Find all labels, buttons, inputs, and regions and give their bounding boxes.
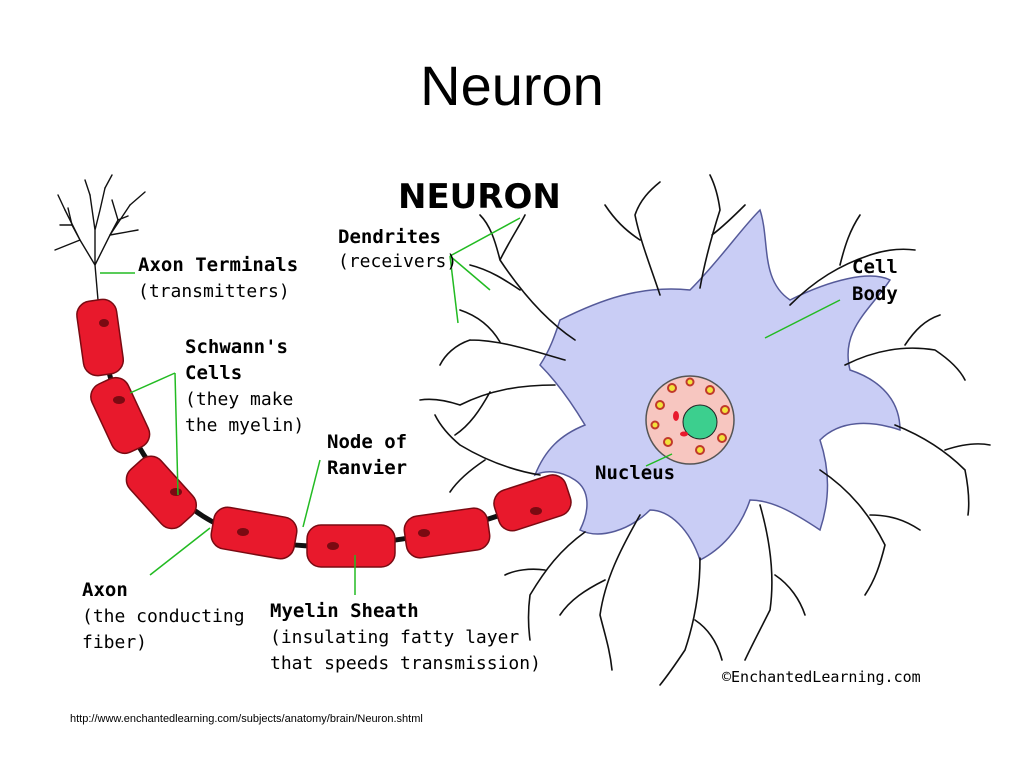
label-schwann-2: Cells — [185, 362, 242, 384]
nucleus — [645, 375, 735, 465]
label-node-2: Ranvier — [327, 457, 407, 479]
schwann-nuclei — [99, 319, 542, 550]
neuron-illustration: NEURON Dendrites (receivers) Axon Termin… — [54, 174, 991, 686]
copyright-notice: ©EnchantedLearning.com — [722, 668, 921, 686]
axon-terminals — [54, 174, 146, 301]
label-myelin-1: Myelin Sheath — [270, 600, 419, 622]
diagram-heading: NEURON — [398, 177, 561, 217]
pointer-lines — [100, 217, 841, 595]
label-schwann-3: (they make — [185, 389, 293, 410]
label-axon-1: Axon — [82, 579, 128, 601]
label-dendrites: Dendrites — [338, 226, 441, 248]
label-schwann-1: Schwann's — [185, 336, 288, 358]
label-myelin-2: (insulating fatty layer — [270, 627, 519, 648]
neuron-diagram: NEURON Dendrites (receivers) Axon Termin… — [0, 170, 1024, 700]
label-axon-terminals-sub: (transmitters) — [138, 281, 290, 302]
label-cell-body-2: Body — [852, 283, 898, 305]
label-schwann-4: the myelin) — [185, 415, 304, 436]
label-dendrites-sub: (receivers) — [338, 251, 457, 272]
label-cell-body-1: Cell — [852, 256, 898, 278]
label-node-1: Node of — [327, 431, 407, 453]
label-nucleus: Nucleus — [595, 462, 675, 484]
source-url: http://www.enchantedlearning.com/subject… — [70, 713, 423, 725]
label-axon-3: fiber) — [82, 632, 147, 653]
label-axon-terminals: Axon Terminals — [138, 254, 298, 276]
label-axon-2: (the conducting — [82, 606, 245, 627]
dendrites — [419, 174, 991, 686]
myelin-sheath-segments — [76, 298, 572, 568]
label-myelin-3: that speeds transmission) — [270, 653, 541, 674]
slide-title: Neuron — [420, 54, 604, 117]
